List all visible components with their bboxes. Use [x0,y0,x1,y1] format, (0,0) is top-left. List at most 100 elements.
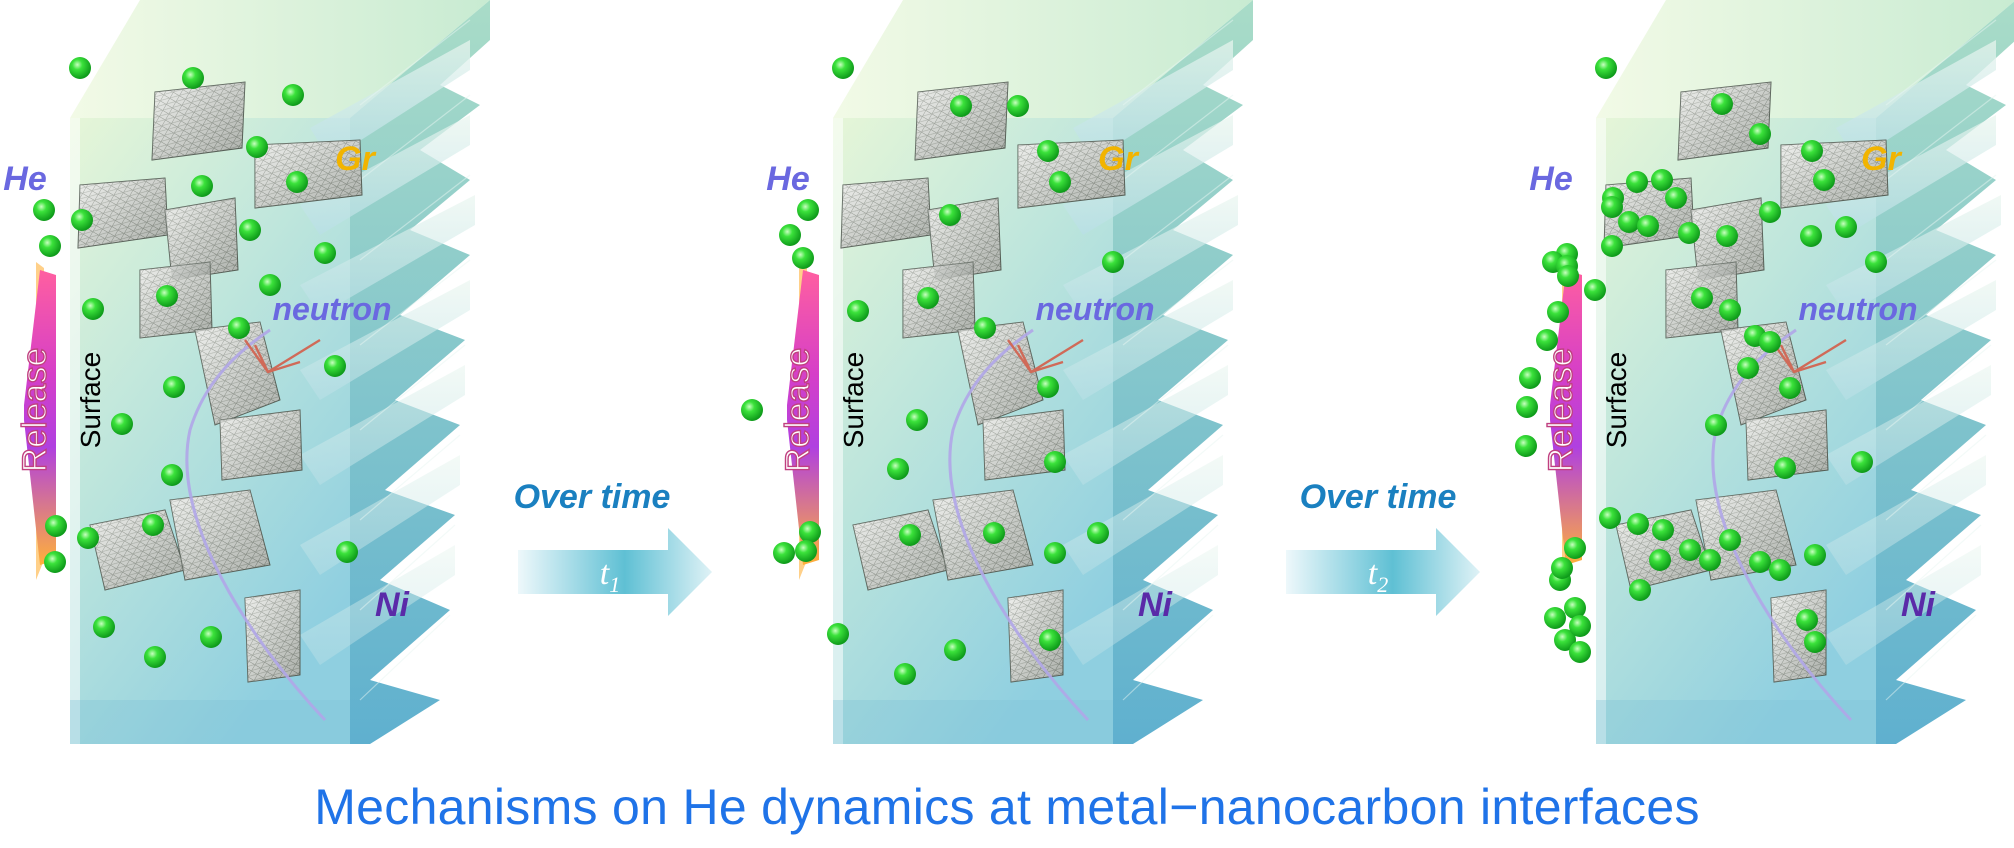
helium-atom-icon [45,515,67,537]
helium-atom-icon [259,274,281,296]
helium-atom-icon [1705,414,1727,436]
surface-label: Surface [1601,352,1632,449]
helium-atom-icon [1087,522,1109,544]
helium-atom-icon [1719,299,1741,321]
helium-atom-icon [69,57,91,79]
helium-atom-icon [336,541,358,563]
helium-atom-icon [1737,357,1759,379]
time-arrow-icon [1286,528,1480,616]
helium-atom-icon [1627,513,1649,535]
helium-atom-icon [33,199,55,221]
helium-atom-icon [286,171,308,193]
over-time-label: Over time [1300,478,1457,516]
he-label: He [1529,160,1572,198]
release-label: Release [16,348,54,473]
helium-atom-icon [779,224,801,246]
gr-label: Gr [335,140,376,178]
helium-atom-icon [142,514,164,536]
time-t1-label: t1 [600,555,620,597]
helium-atom-icon [1564,597,1586,619]
helium-atom-icon [200,626,222,648]
helium-atom-icon [239,219,261,241]
helium-atom-icon [974,317,996,339]
helium-atom-icon [1865,251,1887,273]
helium-atom-icon [1851,451,1873,473]
helium-atom-icon [827,623,849,645]
helium-atom-icon [1601,196,1623,218]
helium-atom-icon [939,204,961,226]
neutron-label: neutron [1035,291,1154,327]
helium-atom-icon [156,285,178,307]
helium-atom-icon [1679,539,1701,561]
helium-atom-icon [1599,507,1621,529]
helium-atom-icon [1678,222,1700,244]
helium-atom-icon [1749,551,1771,573]
time-arrow-1: Over time t1 [514,478,712,616]
helium-atom-icon [1519,367,1541,389]
figure-caption: Mechanisms on He dynamics at metal−nanoc… [314,779,1700,835]
ni-label: Ni [1901,586,1937,624]
helium-atom-icon [887,458,909,480]
helium-atom-icon [282,84,304,106]
helium-atom-icon [1759,201,1781,223]
helium-atom-icon [1554,629,1576,651]
surface-label: Surface [838,352,869,449]
helium-atom-icon [1049,171,1071,193]
helium-atom-icon [246,136,268,158]
helium-atom-icon [1584,279,1606,301]
helium-atom-icon [1569,641,1591,663]
helium-atom-icon [1569,615,1591,637]
helium-atom-icon [1595,57,1617,79]
helium-atom-icon [1037,376,1059,398]
helium-atom-icon [1044,451,1066,473]
helium-atom-icon [1749,123,1771,145]
helium-atom-icon [1716,225,1738,247]
helium-atom-icon [1618,211,1640,233]
helium-atom-icon [1547,301,1569,323]
helium-atom-icon [1804,544,1826,566]
helium-atom-icon [906,409,928,431]
helium-atom-icon [1544,607,1566,629]
helium-atom-icon [82,298,104,320]
helium-atom-icon [1601,235,1623,257]
helium-atom-icon [894,663,916,685]
helium-atom-icon [1759,331,1781,353]
helium-atom-icon [741,399,763,421]
gr-label: Gr [1861,140,1902,178]
helium-atom-icon [1719,529,1741,551]
helium-atom-icon [1649,549,1671,571]
helium-atom-icon [1769,559,1791,581]
release-label: Release [1542,348,1580,473]
helium-atom-icon [228,317,250,339]
helium-atom-icon [324,355,346,377]
helium-atom-icon [1779,377,1801,399]
helium-atom-icon [944,639,966,661]
helium-atom-icon [1652,519,1674,541]
helium-atom-icon [1796,609,1818,631]
helium-atom-icon [847,300,869,322]
helium-atom-icon [39,235,61,257]
helium-atom-icon [773,542,795,564]
helium-atom-icon [1039,629,1061,651]
helium-atom-icon [163,376,185,398]
helium-atom-icon [1564,537,1586,559]
helium-atom-icon [1699,549,1721,571]
helium-atom-icon [795,540,817,562]
helium-atom-icon [182,67,204,89]
release-label: Release [779,348,817,473]
helium-atom-icon [144,646,166,668]
helium-atom-icon [1800,225,1822,247]
helium-atom-icon [71,209,93,231]
helium-atom-icon [832,57,854,79]
neutron-label: neutron [272,291,391,327]
helium-atom-icon [191,175,213,197]
helium-atom-icon [77,527,99,549]
helium-atom-icon [1626,171,1648,193]
helium-atom-icon [1711,93,1733,115]
helium-atom-icon [1557,265,1579,287]
helium-atom-icon [1551,557,1573,579]
neutron-label: neutron [1798,291,1917,327]
helium-atom-icon [1813,169,1835,191]
helium-atom-icon [161,464,183,486]
